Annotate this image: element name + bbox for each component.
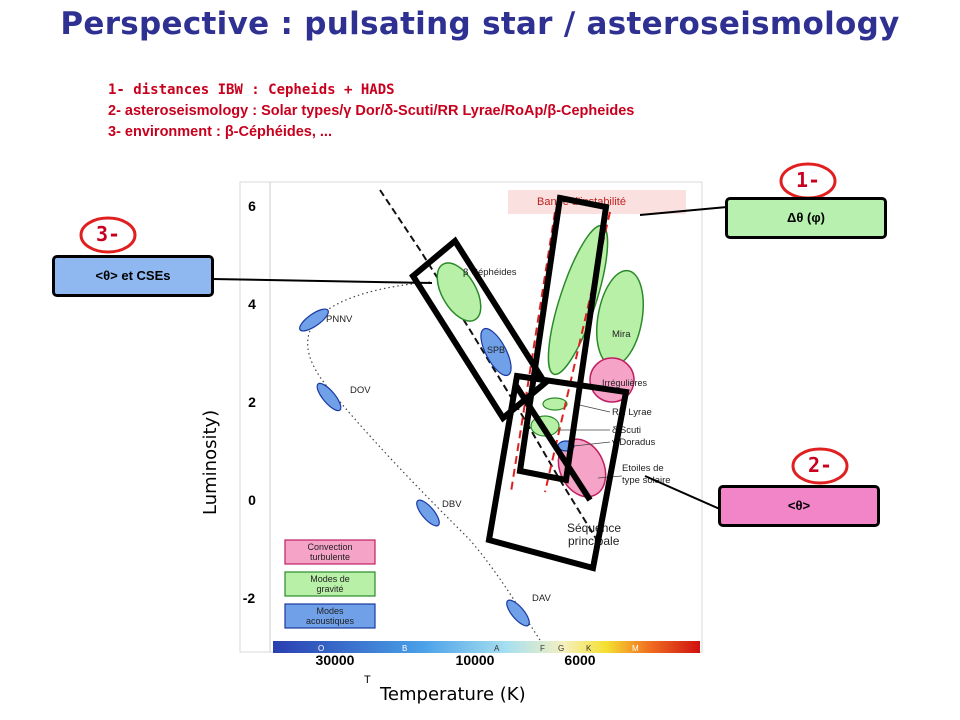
spectral-label: A — [494, 644, 500, 653]
label-dov: DOV — [350, 385, 371, 396]
label-rr-lyrae: RR Lyrae — [612, 407, 652, 418]
strip-line-left — [510, 211, 556, 493]
legend-text: Modes — [316, 606, 344, 616]
list-item: 2- asteroseismology : Solar types/γ Dor/… — [108, 103, 635, 119]
spectral-label: F — [540, 644, 545, 653]
degenerate-track — [307, 281, 541, 641]
legend-swatch-gravity — [284, 571, 376, 597]
label-delta-scuti: δ Scuti — [612, 425, 641, 436]
page-title: Perspective : pulsating star / asterosei… — [60, 6, 900, 42]
badge-3-circle — [79, 216, 137, 254]
legend-swatch-acoustic — [284, 603, 376, 629]
highlight-solar-region — [485, 372, 630, 572]
theta-cse-box: <θ> et CSEs — [52, 255, 214, 297]
x-axis-label: Temperature (K) — [380, 684, 526, 705]
legend-text: Convection — [307, 542, 352, 552]
badge-1: 1- — [795, 168, 821, 192]
y-tick: -2 — [243, 590, 256, 606]
label-mira: Mira — [612, 329, 631, 340]
label-solar-2: type solaire — [622, 475, 671, 486]
perspective-list: 1- distances IBW : Cepheids + HADS 2- as… — [108, 80, 634, 143]
label-solar-1: Etoiles de — [622, 463, 664, 474]
spectral-label: K — [586, 644, 592, 653]
label-irregular: Irrégulières — [602, 378, 648, 388]
connector-2 — [644, 475, 723, 511]
label-pnnv: PNNV — [326, 314, 353, 325]
legend-text: gravité — [316, 584, 343, 594]
legend-text: Modes de — [310, 574, 350, 584]
y-tick: 6 — [248, 198, 256, 214]
dov-region — [316, 382, 342, 412]
label-spb: SPB — [487, 345, 505, 355]
badge-3: 3- — [95, 222, 121, 246]
x-axis-mark: T — [364, 674, 371, 686]
dav-region — [506, 599, 530, 627]
highlight-edge — [512, 382, 593, 502]
spectral-label: G — [558, 644, 564, 653]
band-label-bg — [508, 190, 686, 214]
spectral-label: B — [402, 644, 407, 653]
legend-swatch-convection — [284, 539, 376, 565]
y-tick: 0 — [248, 492, 256, 508]
x-tick: 10000 — [456, 652, 495, 668]
connector-1 — [639, 206, 728, 216]
dbv-region — [416, 499, 440, 527]
y-axis-label: Luminosity) — [200, 409, 221, 515]
x-tick: 6000 — [564, 652, 595, 668]
label-ms-1: Séquence — [567, 521, 621, 535]
leader-line — [574, 403, 611, 413]
y-tick: 4 — [248, 296, 256, 312]
label-beta-cep: β Céphéides — [463, 267, 517, 278]
label-gamma-dor: γ Doradus — [612, 437, 656, 448]
leader-line — [573, 441, 611, 447]
spectral-label: O — [318, 644, 324, 653]
beta-cep-region — [436, 262, 482, 322]
badge-2: 2- — [807, 453, 833, 477]
legend-text: acoustiques — [306, 616, 355, 626]
rr-lyrae-region — [542, 397, 568, 411]
spectral-bar — [273, 641, 700, 653]
list-item: 3- environment : β-Céphéides, ... — [108, 124, 332, 140]
connector-3 — [211, 278, 433, 284]
spb-region — [480, 327, 512, 377]
legend-text: turbulente — [310, 552, 350, 562]
spectral-label: M — [632, 644, 639, 653]
theta-box: <θ> — [718, 485, 880, 527]
label-ms-2: principale — [568, 534, 620, 548]
y-tick: 2 — [248, 394, 256, 410]
main-sequence-line — [379, 189, 601, 546]
pnnv-region — [299, 308, 329, 332]
x-tick: 30000 — [316, 652, 355, 668]
label-dav: DAV — [532, 593, 551, 604]
delta-theta-box: Δθ (φ) — [725, 197, 887, 239]
list-item: 1- distances IBW : Cepheids + HADS — [108, 82, 395, 98]
badge-2-circle — [791, 447, 849, 485]
label-dbv: DBV — [442, 499, 462, 510]
